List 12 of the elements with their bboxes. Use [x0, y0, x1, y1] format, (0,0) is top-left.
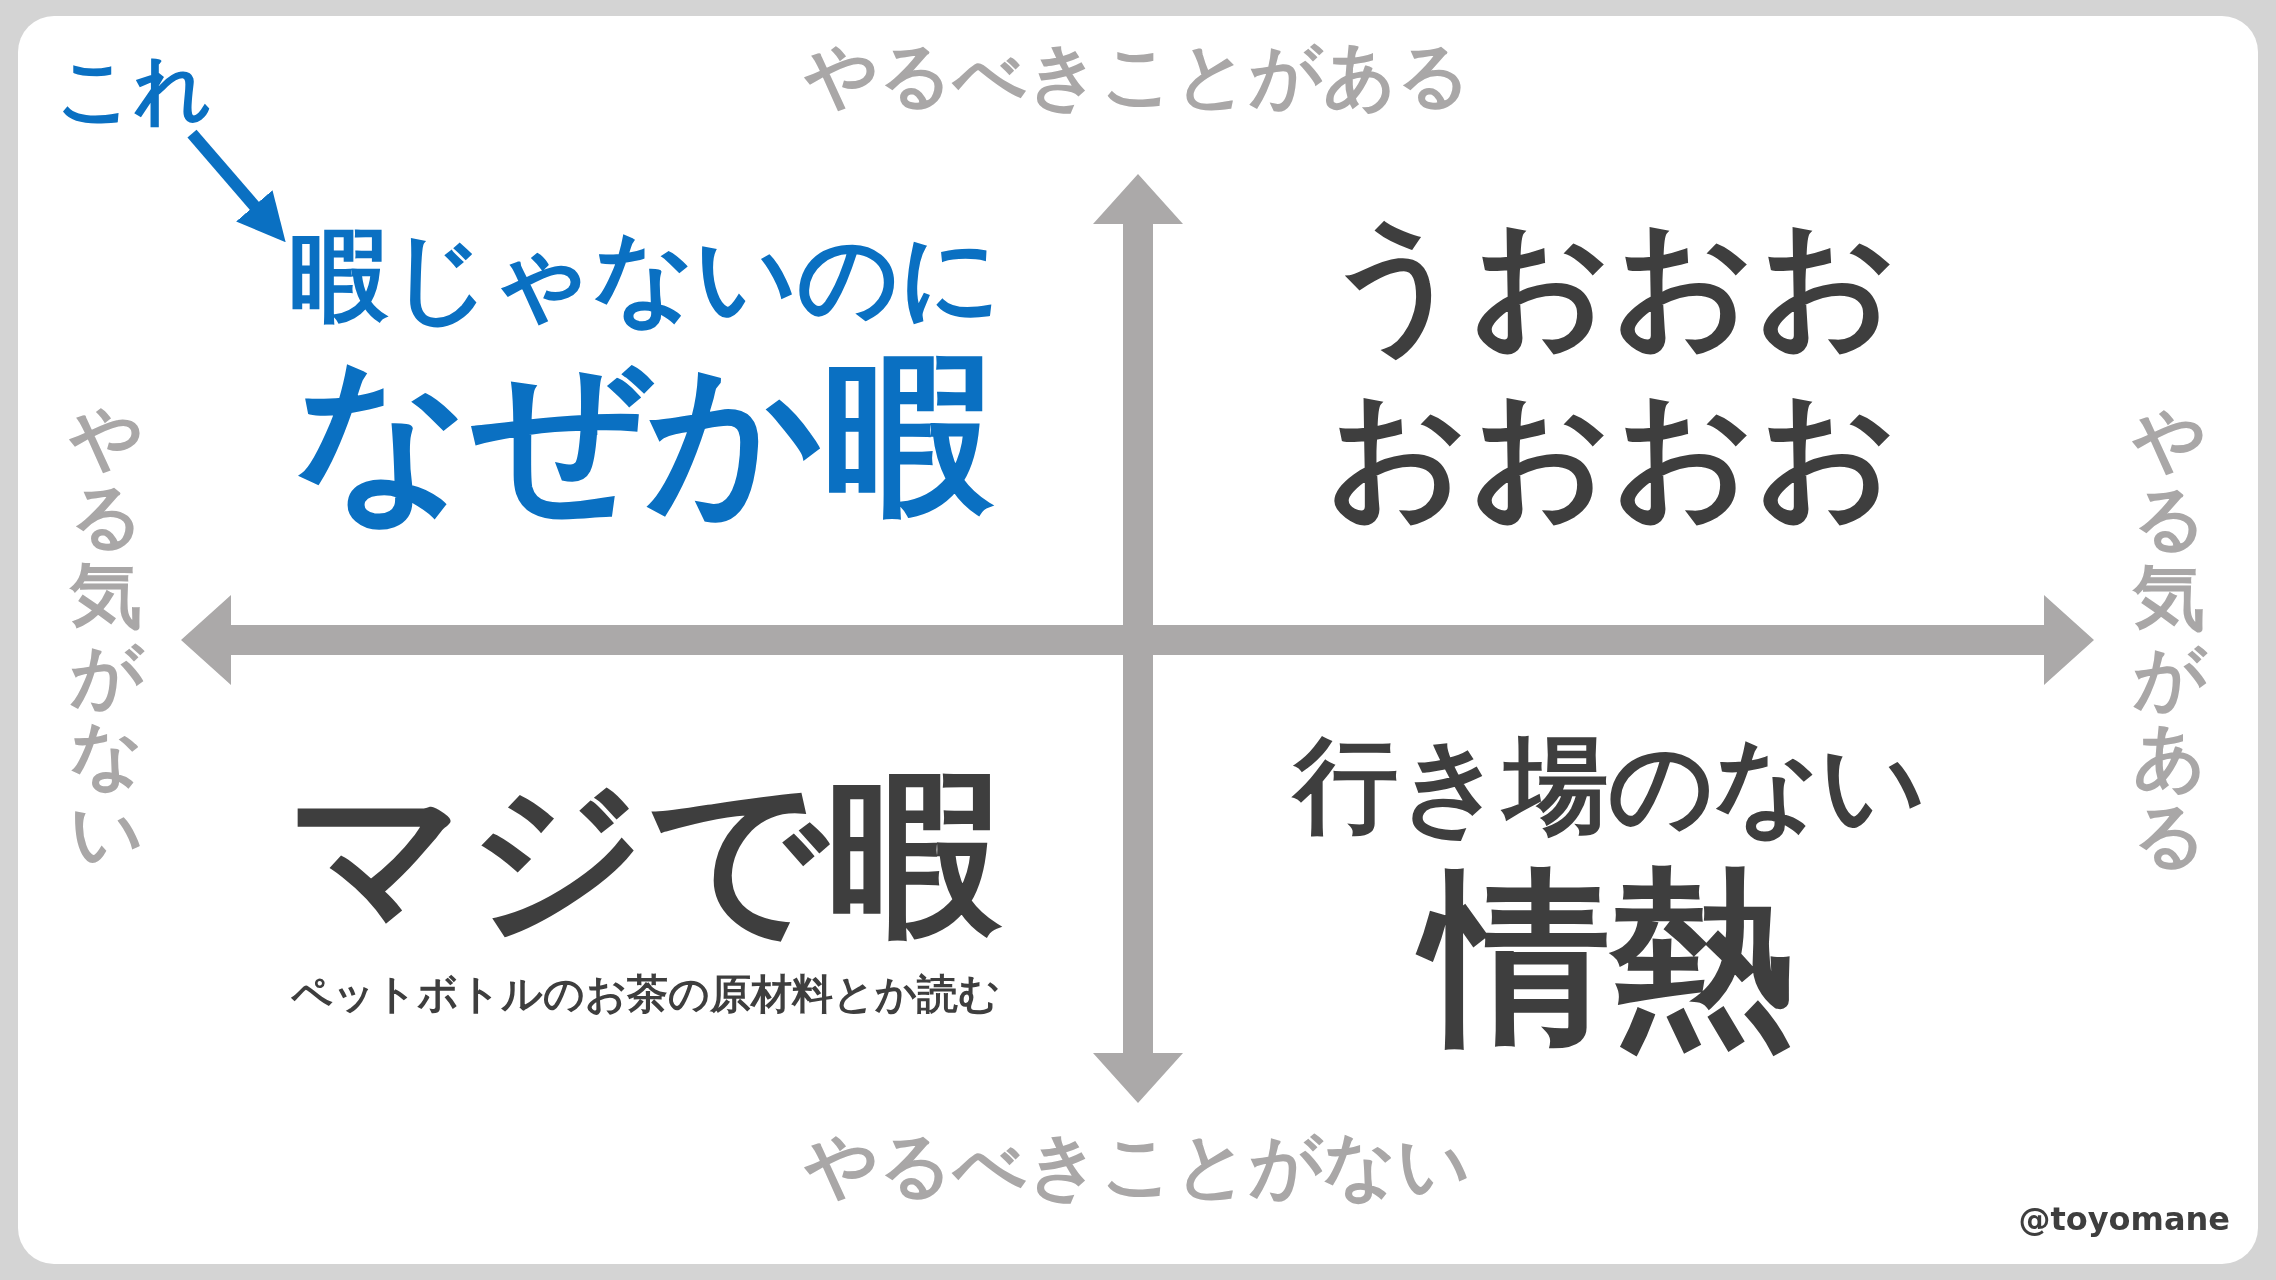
axis-label: やるべきことがある [803, 36, 1472, 116]
author-credit: @toyomane [2017, 1202, 2230, 1238]
quadrant-title: なぜか暇 [294, 342, 996, 532]
axis-label: やるべきことがない [803, 1126, 1472, 1206]
pointer-text: これ [56, 48, 212, 132]
quadrant-title: うおおおおおおお [1325, 200, 1899, 537]
quadrant-subtitle: 行き場のない [1240, 728, 1980, 843]
quadrant-title: マジで暇 [286, 760, 1004, 954]
quadrant-note: ペットボトルのお茶の原材料とか読む [289, 972, 1001, 1018]
pointer-arrow [187, 129, 286, 243]
quadrant-subtitle: 暇じゃないのに [288, 222, 1002, 332]
quadrant-title: 情熱 [1240, 856, 1980, 1061]
